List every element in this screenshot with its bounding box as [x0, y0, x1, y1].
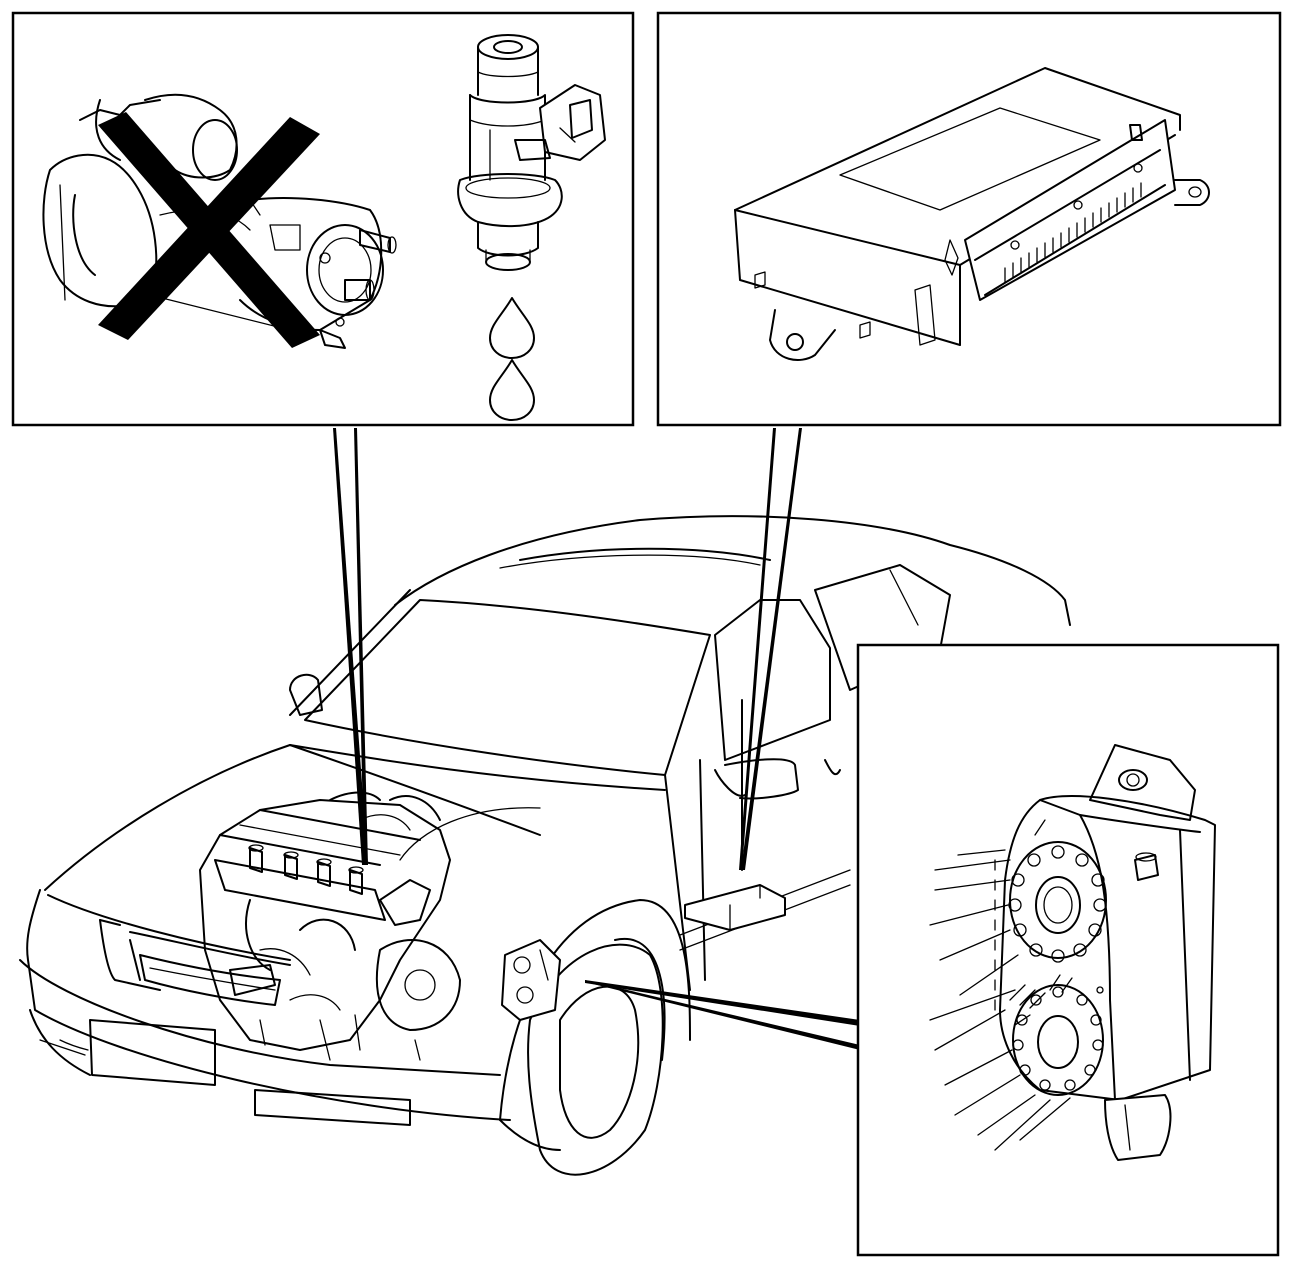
fuel-injector	[457, 34, 606, 271]
leader-lines	[333, 428, 860, 1050]
engine-illustration	[199, 791, 461, 1061]
panel-control-module	[656, 11, 1282, 427]
panel-ignition-cassette	[856, 643, 1280, 1257]
ignition-cassette	[929, 744, 1216, 1161]
panel-idle-valve-and-injector	[11, 11, 635, 427]
cross-mark-icon	[98, 112, 320, 348]
fuel-drop-icon	[489, 297, 535, 421]
control-module	[734, 67, 1210, 361]
idle-air-valve	[42, 93, 397, 349]
